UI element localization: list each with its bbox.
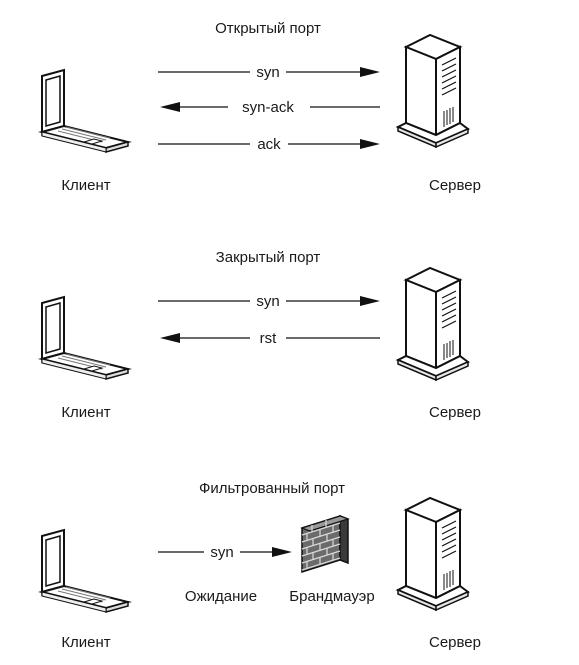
section-filtered-port: Фильтрованный порт Клиент Сервер syn Ожи…: [41, 480, 481, 651]
server-icon: [397, 34, 469, 148]
server-icon: [397, 497, 469, 611]
message-arrow: syn: [158, 293, 380, 310]
client-label: Клиент: [61, 177, 110, 194]
message-label: syn: [210, 544, 233, 561]
client-label: Клиент: [61, 404, 110, 421]
message-arrow: rst: [160, 330, 380, 347]
arrowhead-left-icon: [160, 333, 180, 343]
firewall-label: Брандмауэр: [289, 588, 374, 605]
server-label: Сервер: [429, 404, 481, 421]
arrowhead-right-icon: [272, 547, 292, 557]
arrowhead-left-icon: [160, 102, 180, 112]
server-label: Сервер: [429, 634, 481, 651]
message-label: ack: [257, 136, 281, 153]
client-label: Клиент: [61, 634, 110, 651]
firewall-icon: [301, 515, 349, 573]
message-label: syn: [256, 293, 279, 310]
arrowhead-right-icon: [360, 296, 380, 306]
wait-label: Ожидание: [185, 588, 257, 605]
message-arrow: syn: [158, 64, 380, 81]
section-open-port: Открытый порт Клиент Сервер syn syn-ack …: [41, 20, 481, 194]
arrowhead-right-icon: [360, 67, 380, 77]
message-arrow: ack: [158, 136, 380, 153]
server-label: Сервер: [429, 177, 481, 194]
message-label: syn-ack: [242, 99, 294, 116]
laptop-icon: [41, 529, 129, 613]
message-arrow: syn: [158, 544, 292, 561]
section-title: Открытый порт: [215, 20, 321, 37]
laptop-icon: [41, 69, 129, 153]
laptop-icon: [41, 296, 129, 380]
section-title: Закрытый порт: [216, 249, 321, 266]
message-arrow: syn-ack: [160, 99, 380, 116]
message-label: rst: [260, 330, 277, 347]
message-label: syn: [256, 64, 279, 81]
arrowhead-right-icon: [360, 139, 380, 149]
section-title: Фильтрованный порт: [199, 480, 345, 497]
section-closed-port: Закрытый порт Клиент Сервер syn rst: [41, 249, 481, 421]
server-icon: [397, 267, 469, 381]
